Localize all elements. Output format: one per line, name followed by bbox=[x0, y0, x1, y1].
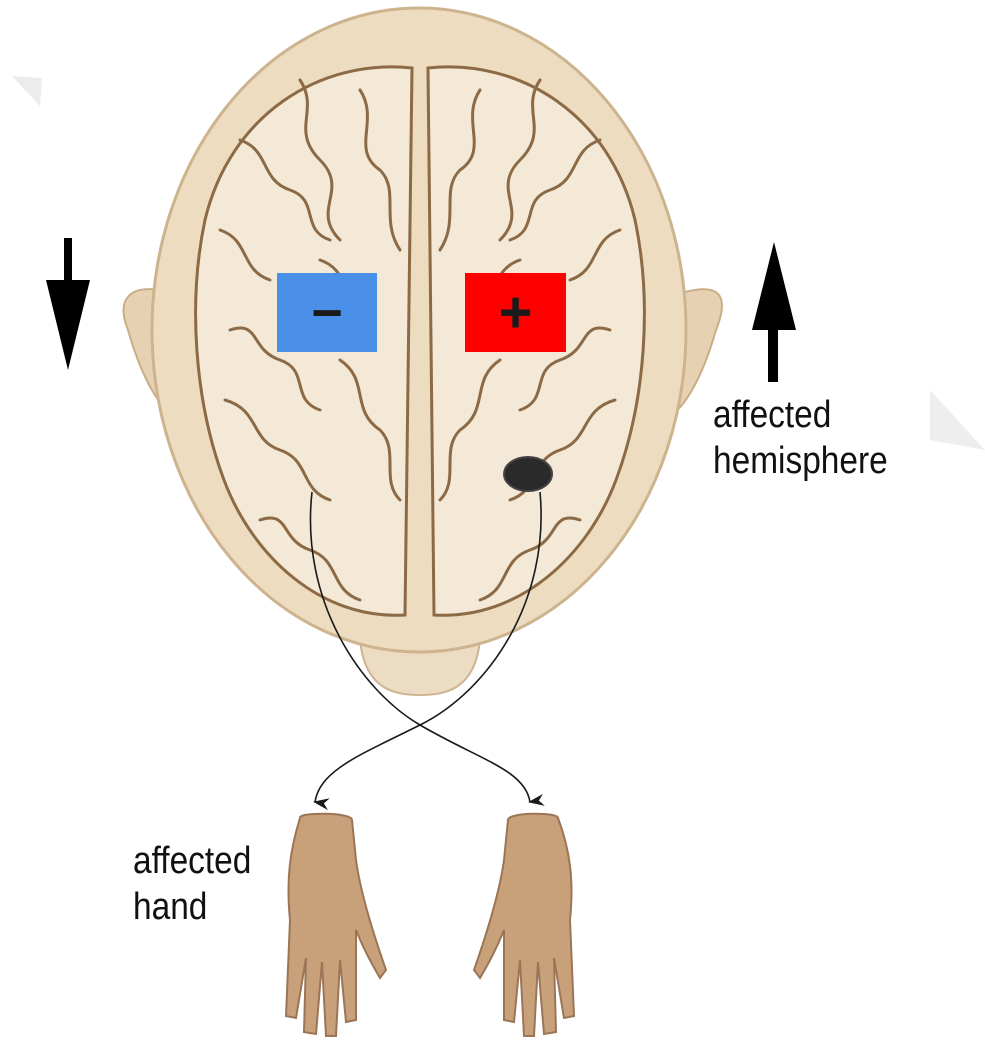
label-line: hemisphere bbox=[713, 438, 888, 484]
corner-decoration bbox=[12, 76, 42, 106]
left-hand bbox=[286, 814, 386, 1036]
lesion bbox=[504, 457, 552, 491]
corner-decoration bbox=[930, 390, 985, 450]
label-line: affected bbox=[133, 838, 251, 884]
right-hand bbox=[474, 814, 574, 1036]
up-arrow-icon bbox=[752, 242, 796, 382]
cathode-symbol: − bbox=[311, 282, 343, 344]
affected-hemisphere-label: affected hemisphere bbox=[713, 392, 888, 484]
anode-electrode: + bbox=[465, 273, 566, 352]
affected-hand-label: affected hand bbox=[133, 838, 251, 930]
anode-symbol: + bbox=[499, 279, 533, 346]
label-line: affected bbox=[713, 392, 888, 438]
cathode-electrode: − bbox=[277, 273, 377, 352]
down-arrow-icon bbox=[46, 238, 90, 370]
label-line: hand bbox=[133, 884, 251, 930]
